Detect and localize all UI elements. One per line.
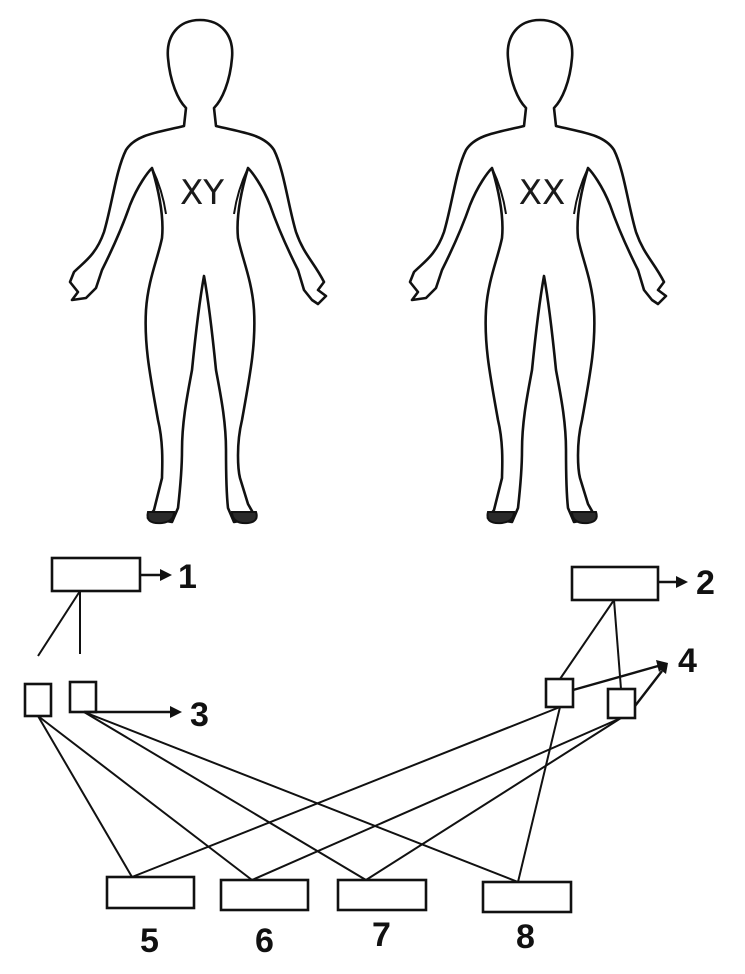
- label-5: 5: [140, 922, 159, 960]
- male-figure: XY: [70, 20, 326, 523]
- line-rightB-to-7: [366, 718, 621, 880]
- line-2-to-right-small-a: [560, 600, 614, 679]
- line-rightA-to-8: [518, 707, 560, 882]
- small-box-male-b: [70, 682, 96, 712]
- arrow-to-4-a: [573, 666, 658, 690]
- box-1: [52, 558, 140, 591]
- label-2: 2: [696, 564, 715, 602]
- male-right-shoe: [232, 512, 257, 523]
- box-7: [338, 880, 426, 910]
- boxes: [25, 558, 658, 912]
- male-body-outline: [70, 20, 326, 522]
- box-2: [572, 567, 658, 600]
- label-7: 7: [372, 916, 391, 954]
- label-4: 4: [678, 642, 697, 680]
- line-leftA-to-6: [38, 716, 252, 880]
- female-figure: XX: [410, 20, 666, 523]
- arrow-to-2-head: [676, 576, 688, 588]
- arrow-to-1-head: [160, 569, 172, 581]
- arrow-to-3-head: [170, 706, 182, 718]
- label-6: 6: [255, 922, 274, 960]
- female-chromosome-label: XX: [519, 173, 566, 213]
- line-leftB-to-7: [84, 712, 366, 880]
- box-6: [221, 880, 308, 910]
- female-left-shoe: [488, 512, 514, 523]
- female-body-outline: [410, 20, 666, 522]
- label-1: 1: [178, 558, 197, 596]
- small-box-female-b: [608, 689, 635, 718]
- connection-lines: [38, 591, 621, 882]
- label-3: 3: [190, 696, 209, 734]
- male-chromosome-label: XY: [180, 173, 224, 213]
- line-leftB-to-8: [84, 712, 518, 882]
- line-leftA-to-5: [38, 716, 132, 877]
- male-left-shoe: [148, 512, 174, 523]
- box-8: [483, 882, 571, 912]
- label-8: 8: [516, 918, 535, 956]
- line-1-to-left-small-a: [38, 591, 80, 656]
- box-5: [107, 877, 194, 908]
- female-right-shoe: [572, 512, 597, 523]
- small-box-male-a: [25, 684, 51, 716]
- arrow-to-4-b: [635, 671, 662, 706]
- small-box-female-a: [546, 679, 573, 707]
